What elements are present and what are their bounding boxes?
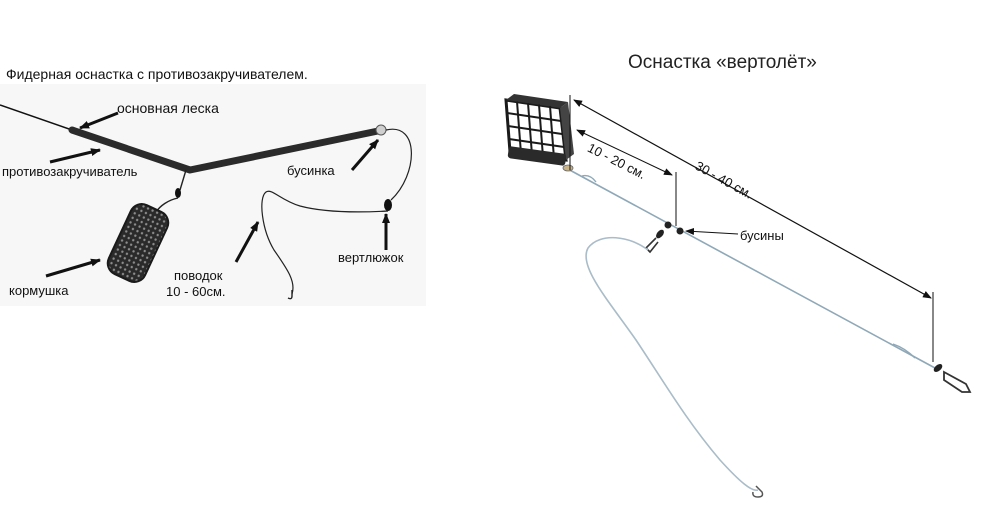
feeder-clip-line [179, 169, 187, 191]
arrow-anti-tangle [49, 148, 101, 164]
label-leader: поводок [174, 268, 223, 283]
end-snap [943, 370, 972, 393]
arrow-bead [350, 139, 380, 171]
end-swivel [933, 364, 943, 372]
bead [375, 124, 387, 136]
label-main-line: основная леска [117, 100, 219, 116]
feeder [106, 203, 170, 283]
label-anti-tangle: противозакручиватель [2, 164, 138, 179]
bead-lower [676, 227, 684, 235]
feeder-connector [562, 164, 574, 172]
label-leader-length: 10 - 60см. [166, 284, 226, 299]
helicopter-leader [585, 236, 759, 491]
helicopter-hook [752, 485, 764, 498]
hook [287, 290, 293, 300]
label-beads: бусины [740, 228, 784, 243]
cage-feeder [504, 94, 574, 166]
dim-line-long [573, 99, 932, 299]
left-diagram-title: Фидерная оснастка с противозакручивателе… [6, 66, 308, 82]
arrow-feeder [45, 258, 101, 278]
label-feeder: кормушка [9, 283, 69, 298]
bead-swivel [644, 229, 664, 254]
label-bead: бусинка [287, 163, 335, 178]
line-loop [385, 128, 412, 201]
right-diagram-title: Оснастка «вертолёт» [628, 52, 817, 73]
main-line [0, 104, 73, 131]
swivel [384, 199, 392, 211]
feeder-swivel [175, 188, 181, 198]
leader-line [261, 190, 389, 295]
anti-tangle-tube [68, 126, 382, 174]
arrow-beads [685, 227, 739, 235]
arrow-main-line [79, 111, 119, 130]
bead-upper [664, 221, 672, 229]
label-swivel: вертлюжок [338, 250, 404, 265]
knot-lower [892, 343, 916, 359]
arrow-leader [234, 221, 260, 263]
